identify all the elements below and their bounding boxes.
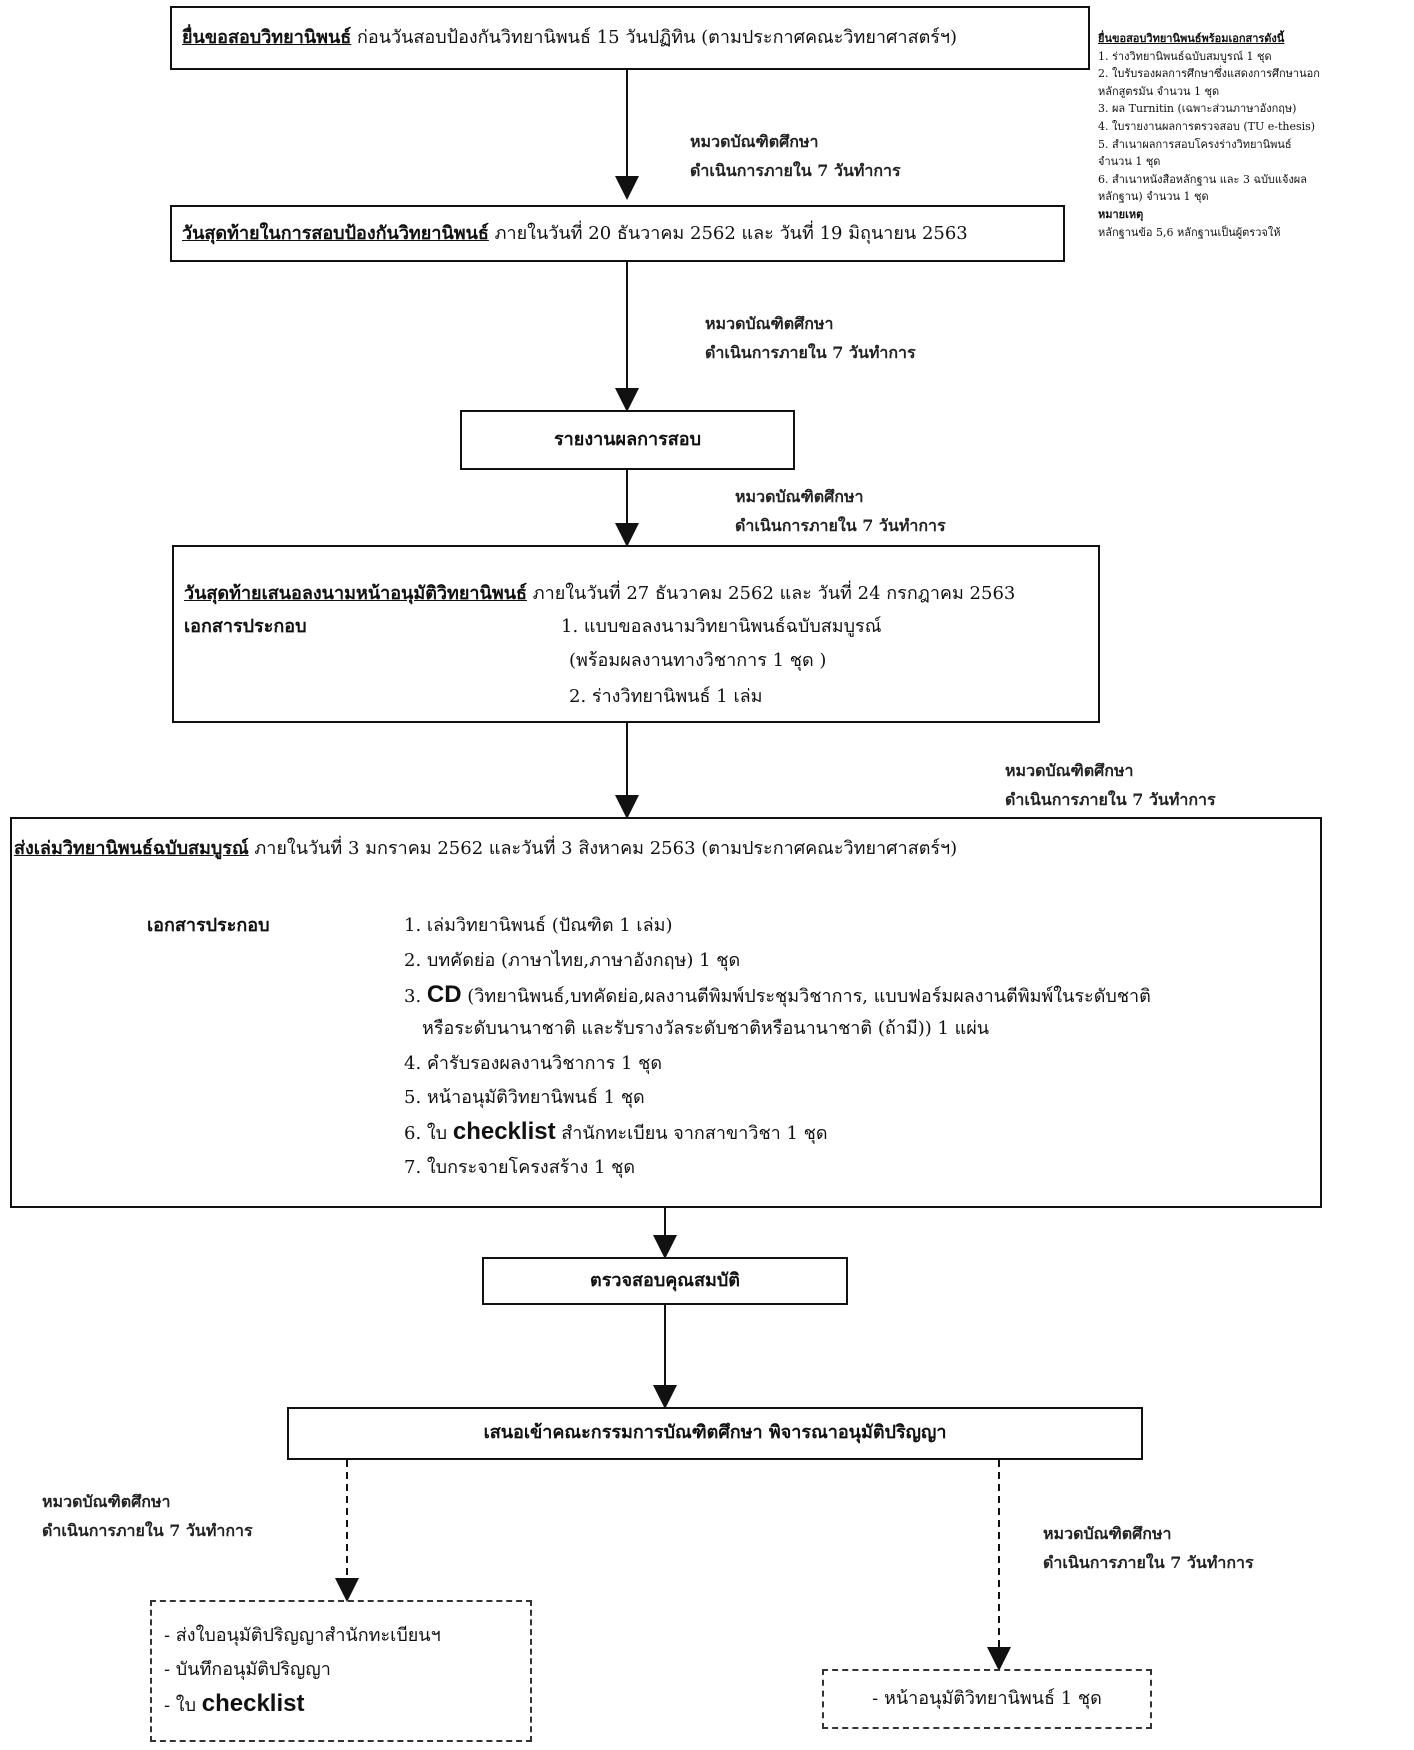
- side-list-item: 5. สำเนาผลการสอบโครงร่างวิทยานิพนธ์: [1098, 137, 1292, 151]
- note-line: ดำเนินการภายใน 7 วันทำการ: [690, 160, 901, 180]
- note-grad-office-1: หมวดบัณฑิตศึกษา ดำเนินการภายใน 7 วันทำกา…: [690, 128, 901, 186]
- note-line: ดำเนินการภายใน 7 วันทำการ: [735, 515, 946, 535]
- side-list-item: หลักสูตรมัน จำนวน 1 ชุด: [1098, 84, 1220, 98]
- note-grad-office-6: หมวดบัณฑิตศึกษา ดำเนินการภายใน 7 วันทำกา…: [1043, 1520, 1254, 1578]
- box-submit-final-thesis: ส่งเล่มวิทยานิพนธ์ฉบับสมบูรณ์ ภายในวันที…: [10, 817, 1322, 1208]
- note-line: ดำเนินการภายใน 7 วันทำการ: [1005, 789, 1216, 809]
- box4-item: 1. แบบขอลงนามวิทยานิพนธ์ฉบับสมบูรณ์: [561, 616, 882, 637]
- box5-item3-rest: (วิทยานิพนธ์,บทคัดย่อ,ผลงานตีพิมพ์ประชุม…: [461, 986, 1151, 1007]
- side-list-item: หมายเหตุ: [1098, 207, 1144, 221]
- box5-item: 6. ใบ checklist สำนักทะเบียน จากสาขาวิชา…: [404, 1116, 828, 1148]
- box5-title: ส่งเล่มวิทยานิพนธ์ฉบับสมบูรณ์: [14, 838, 249, 859]
- box8-item: - ใบ checklist: [164, 1688, 304, 1720]
- box9-item: - หน้าอนุมัติวิทยานิพนธ์ 1 ชุด: [872, 1687, 1102, 1709]
- box-submit-thesis-request: ยื่นขอสอบวิทยานิพนธ์ ก่อนวันสอบป้องกันวิ…: [170, 6, 1090, 70]
- note-grad-office-3: หมวดบัณฑิตศึกษา ดำเนินการภายใน 7 วันทำกา…: [735, 483, 946, 541]
- box5-item: หรือระดับนานาชาติ และรับรางวัลระดับชาติห…: [422, 1018, 990, 1039]
- note-line: ดำเนินการภายใน 7 วันทำการ: [705, 342, 916, 362]
- note-line: ดำเนินการภายใน 7 วันทำการ: [42, 1520, 253, 1540]
- box6-label: ตรวจสอบคุณสมบัติ: [590, 1269, 740, 1291]
- side-list-item: หลักฐาน) จำนวน 1 ชุด: [1098, 190, 1209, 204]
- box4-item: 2. ร่างวิทยานิพนธ์ 1 เล่ม: [569, 686, 763, 707]
- box4-title: วันสุดท้ายเสนอลงนามหน้าอนุมัติวิทยานิพนธ…: [184, 583, 527, 604]
- note-line: หมวดบัณฑิตศึกษา: [705, 314, 834, 333]
- box2-title: วันสุดท้ายในการสอบป้องกันวิทยานิพนธ์: [182, 223, 489, 244]
- note-line: หมวดบัณฑิตศึกษา: [1043, 1524, 1172, 1543]
- box8-item: - ส่งใบอนุมัติปริญญาสำนักทะเบียนฯ: [164, 1625, 441, 1646]
- box5-item6-rest: สำนักทะเบียน จากสาขาวิชา 1 ชุด: [555, 1123, 828, 1144]
- box-final-defense-date: วันสุดท้ายในการสอบป้องกันวิทยานิพนธ์ ภาย…: [170, 205, 1065, 262]
- box5-item6-num: 6. ใบ: [404, 1123, 453, 1144]
- box5-item3-num: 3.: [404, 986, 427, 1007]
- box-qualification-check: ตรวจสอบคุณสมบัติ: [482, 1257, 848, 1305]
- box5-item: 3. CD (วิทยานิพนธ์,บทคัดย่อ,ผลงานตีพิมพ์…: [404, 979, 1151, 1011]
- box4-rest: ภายในวันที่ 27 ธันวาคม 2562 และ วันที่ 2…: [527, 583, 1016, 604]
- box1-title: ยื่นขอสอบวิทยานิพนธ์: [182, 27, 352, 48]
- side-list-item: 3. ผล Turnitin (เฉพาะส่วนภาษาอังกฤษ): [1098, 102, 1297, 116]
- box-exam-report: รายงานผลการสอบ: [460, 410, 795, 470]
- box5-item: 4. คำรับรองผลงานวิชาการ 1 ชุด: [404, 1053, 663, 1074]
- box4-docs-label: เอกสารประกอบ: [184, 616, 307, 637]
- note-line: หมวดบัณฑิตศึกษา: [690, 132, 819, 151]
- box5-item6-checklist: checklist: [452, 1118, 556, 1145]
- note-line: หมวดบัณฑิตศึกษา: [735, 487, 864, 506]
- box5-item: 5. หน้าอนุมัติวิทยานิพนธ์ 1 ชุด: [404, 1087, 645, 1108]
- box4-item: (พร้อมผลงานทางวิชาการ 1 ชุด ): [569, 650, 827, 671]
- box7-label: เสนอเข้าคณะกรรมการบัณฑิตศึกษา พิจารณาอนุ…: [483, 1422, 947, 1444]
- box5-docs-label: เอกสารประกอบ: [147, 915, 270, 936]
- box2-rest: ภายในวันที่ 20 ธันวาคม 2562 และ วันที่ 1…: [488, 223, 968, 244]
- note-grad-office-5: หมวดบัณฑิตศึกษา ดำเนินการภายใน 7 วันทำกา…: [42, 1488, 253, 1546]
- box-committee-approval: เสนอเข้าคณะกรรมการบัณฑิตศึกษา พิจารณาอนุ…: [287, 1407, 1143, 1460]
- side-list-item: 6. สำเนาหนังสือหลักฐาน และ 3 ฉบับแจ้งผล: [1098, 172, 1307, 186]
- side-list-item: หลักฐานข้อ 5,6 หลักฐานเป็นผู้ตรวจให้: [1098, 225, 1281, 239]
- box1-rest: ก่อนวันสอบป้องกันวิทยานิพนธ์ 15 วันปฏิทิ…: [351, 27, 958, 48]
- note-grad-office-4: หมวดบัณฑิตศึกษา ดำเนินการภายใน 7 วันทำกา…: [1005, 757, 1216, 815]
- box-approval-signature: วันสุดท้ายเสนอลงนามหน้าอนุมัติวิทยานิพนธ…: [172, 545, 1100, 723]
- note-line: ดำเนินการภายใน 7 วันทำการ: [1043, 1552, 1254, 1572]
- box5-item: 7. ใบกระจายโครงสร้าง 1 ชุด: [404, 1157, 636, 1178]
- box5-rest: ภายในวันที่ 3 มกราคม 2562 และวันที่ 3 สิ…: [248, 838, 958, 859]
- box5-item3-cd: CD: [426, 981, 462, 1008]
- box-approval-page: - หน้าอนุมัติวิทยานิพนธ์ 1 ชุด: [822, 1669, 1152, 1729]
- box3-label: รายงานผลการสอบ: [554, 428, 701, 450]
- box8-item3-pre: - ใบ: [164, 1695, 202, 1716]
- side-list-item: 1. ร่างวิทยานิพนธ์ฉบับสมบูรณ์ 1 ชุด: [1098, 49, 1272, 63]
- box5-item: 1. เล่มวิทยานิพนธ์ (ปัณฑิต 1 เล่ม): [404, 915, 673, 936]
- side-list-title: ยื่นขอสอบวิทยานิพนธ์พร้อมเอกสารดังนี้: [1098, 32, 1285, 45]
- box8-item: - บันทึกอนุมัติปริญญา: [164, 1659, 331, 1680]
- box-degree-approval-docs: - ส่งใบอนุมัติปริญญาสำนักทะเบียนฯ - บันท…: [150, 1600, 532, 1742]
- side-list-item: 2. ใบรับรองผลการศึกษาซึ่งแสดงการศึกษานอก: [1098, 67, 1320, 81]
- side-document-list: ยื่นขอสอบวิทยานิพนธ์พร้อมเอกสารดังนี้ 1.…: [1098, 30, 1378, 241]
- note-line: หมวดบัณฑิตศึกษา: [1005, 761, 1134, 780]
- side-list-item: จำนวน 1 ชุด: [1098, 155, 1161, 169]
- note-grad-office-2: หมวดบัณฑิตศึกษา ดำเนินการภายใน 7 วันทำกา…: [705, 310, 916, 368]
- box8-item3-checklist: checklist: [201, 1690, 305, 1717]
- box5-item: 2. บทคัดย่อ (ภาษาไทย,ภาษาอังกฤษ) 1 ชุด: [404, 950, 741, 971]
- side-list-item: 4. ใบรายงานผลการตรวจสอบ (TU e-thesis): [1098, 119, 1316, 133]
- note-line: หมวดบัณฑิตศึกษา: [42, 1492, 171, 1511]
